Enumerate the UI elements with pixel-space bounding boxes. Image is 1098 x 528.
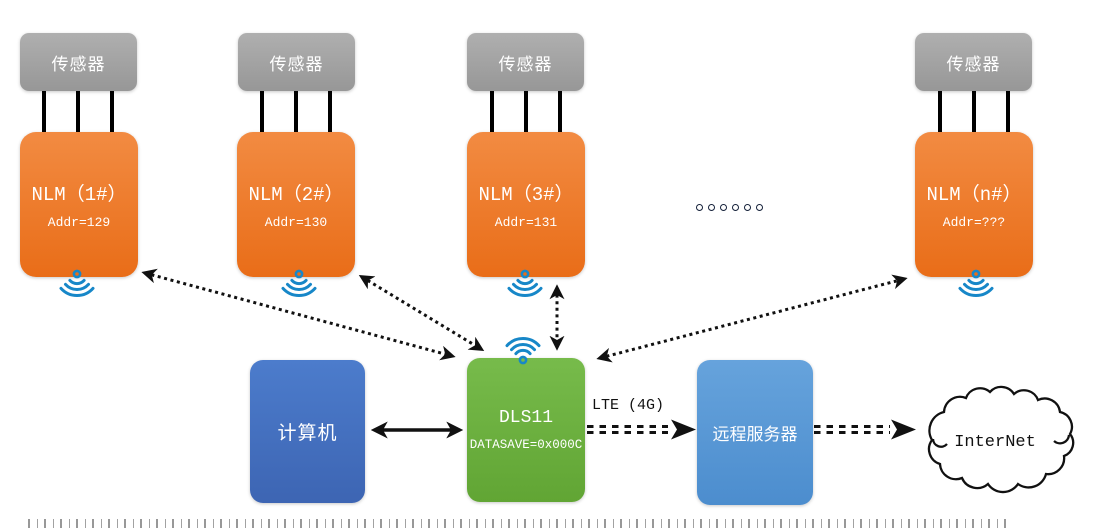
sensor-node-1: 传感器 [20, 33, 137, 91]
nlm-addr: Addr=130 [264, 215, 328, 230]
sensor-node-3: 传感器 [467, 33, 584, 91]
sensor-node-4: 传感器 [915, 33, 1032, 91]
sensor-wire [972, 88, 976, 135]
nlm-title: NLM（1#） [31, 184, 127, 206]
computer-node: 计算机 [250, 360, 365, 503]
nlm-title: NLM（n#） [926, 184, 1022, 206]
nlm-addr: Addr=129 [47, 215, 111, 230]
ellipsis-dot [708, 204, 715, 211]
internet-label: InterNet [954, 433, 1036, 452]
ellipsis-dot [720, 204, 727, 211]
sensor-node-2: 传感器 [238, 33, 355, 91]
ellipsis-dot [732, 204, 739, 211]
cloud-outline [927, 385, 1075, 494]
cropped-caption-fragment [28, 519, 1010, 528]
wifi-icon [279, 267, 319, 307]
wifi-icon [505, 267, 545, 307]
remote-server-label: 远程服务器 [712, 425, 798, 445]
wireless-link-nlm2-dls11 [358, 275, 485, 351]
sensor-wire [42, 88, 46, 135]
sensor-label: 传感器 [51, 54, 106, 75]
gateway-node-dls11: DLS11 DATASAVE=0x000C [467, 358, 585, 502]
lte-link-arrow [587, 419, 696, 440]
nlm-node-n: NLM（n#） Addr=??? [915, 132, 1033, 277]
computer-label: 计算机 [277, 422, 338, 444]
gateway-config: DATASAVE=0x000C [469, 438, 583, 452]
sensor-wire [1006, 88, 1010, 135]
sensor-wire [294, 88, 298, 135]
gateway-title: DLS11 [498, 408, 553, 428]
nlm-node-2: NLM（2#） Addr=130 [237, 132, 355, 277]
wifi-icon [57, 267, 97, 307]
sensor-wire [524, 88, 528, 135]
internet-cloud: InterNet [927, 385, 1075, 494]
ellipsis-dot [696, 204, 703, 211]
ellipsis-dot [756, 204, 763, 211]
sensor-wire [110, 88, 114, 135]
wifi-icon-gateway [503, 327, 543, 367]
nlm-title: NLM（3#） [478, 184, 574, 206]
lte-link-label: LTE (4G) [591, 397, 664, 414]
nlm-node-3: NLM（3#） Addr=131 [467, 132, 585, 277]
wireless-link-nlmn-dls11 [596, 274, 908, 363]
sensor-wire [938, 88, 942, 135]
sensor-label: 传感器 [498, 54, 553, 75]
sensor-wire [76, 88, 80, 135]
nlm-node-1: NLM（1#） Addr=129 [20, 132, 138, 277]
sensor-label: 传感器 [946, 54, 1001, 75]
sensor-wire [490, 88, 494, 135]
sensor-wire [328, 88, 332, 135]
sensor-label: 传感器 [269, 54, 324, 75]
ellipsis-dot [744, 204, 751, 211]
sensor-wire [260, 88, 264, 135]
nlm-addr: Addr=131 [494, 215, 558, 230]
remote-server-node: 远程服务器 [697, 360, 813, 505]
sensor-wire [558, 88, 562, 135]
server-internet-link [814, 419, 916, 440]
nlm-title: NLM（2#） [248, 184, 344, 206]
wifi-icon [956, 267, 996, 307]
nlm-addr: Addr=??? [942, 215, 1006, 230]
